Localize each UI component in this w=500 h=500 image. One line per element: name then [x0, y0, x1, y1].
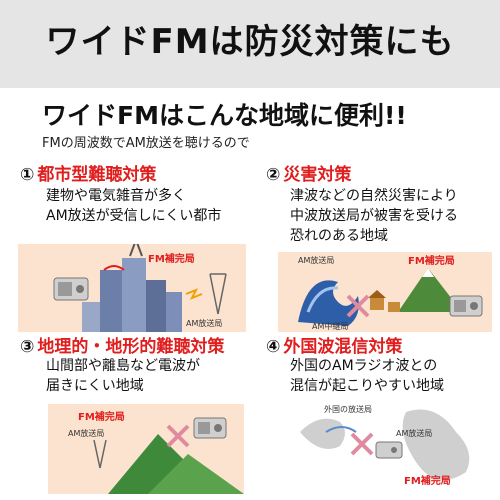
- section-2-label: 災害対策: [283, 165, 352, 185]
- section-4-line-2: 混信が起こりやすい地域: [290, 378, 444, 394]
- section-4-am-label: AM放送局: [396, 428, 432, 438]
- section-2-line-1: 津波などの自然災害により: [290, 188, 458, 204]
- section-1-number: ①: [20, 165, 35, 185]
- section-3-fm-label: FM補完局: [78, 410, 125, 423]
- section-4-label: 外国波混信対策: [283, 337, 403, 357]
- section-2-am-label: AM放送局: [298, 255, 334, 265]
- section-2-number: ②: [266, 165, 281, 185]
- section-3-number: ③: [20, 337, 35, 357]
- mountain-icon: [398, 268, 462, 312]
- section-2-description: 津波などの自然災害により 中波放送局が被害を受ける 恐れのある地域: [290, 186, 458, 246]
- banner-title: ワイドFMは防災対策にも: [45, 22, 455, 62]
- title-banner: ワイドFMは防災対策にも: [0, 0, 500, 88]
- tsunami-wave-icon: [298, 280, 359, 326]
- houses-icon: [368, 290, 400, 312]
- section-3-illustration: FM補完局 AM放送局: [48, 404, 244, 494]
- section-2-am2-label: AM中継局: [312, 321, 348, 331]
- cross-icon: [166, 424, 190, 448]
- section-1-illustration: FM補完局 AM放送局: [18, 244, 246, 332]
- section-4-foreign-label: 外国の放送局: [324, 404, 372, 414]
- section-3-am-label: AM放送局: [68, 428, 104, 438]
- section-1-label: 都市型難聴対策: [37, 165, 157, 185]
- headline: ワイドFMはこんな地域に便利!!: [42, 101, 407, 130]
- section-3-line-1: 山間部や離島など電波が: [46, 358, 200, 374]
- section-2-illustration: AM放送局 FM補完局 AM中継局: [278, 252, 492, 332]
- am-tower-icon: [93, 439, 107, 469]
- section-2-fm-label: FM補完局: [408, 254, 455, 267]
- section-2-line-3: 恐れのある地域: [290, 228, 388, 244]
- subline: FMの周波数でAM放送を聴けるので: [42, 136, 250, 151]
- section-4-fm-label: FM補完局: [404, 474, 451, 487]
- radio-icon: [375, 441, 403, 459]
- section-1-am-label: AM放送局: [186, 318, 222, 328]
- section-1-line-2: AM放送が受信しにくい都市: [46, 208, 222, 224]
- section-3-description: 山間部や離島など電波が 届きにくい地域: [46, 356, 200, 396]
- radio-icon: [193, 417, 227, 439]
- section-1-line-1: 建物や電気雑音が多く: [46, 188, 186, 204]
- cross-icon: [350, 432, 374, 456]
- buildings-icon: [82, 258, 182, 332]
- radio-icon: [53, 277, 89, 301]
- mountain-icon: [108, 434, 244, 494]
- am-tower-icon: [209, 273, 227, 315]
- map-icon: [300, 409, 470, 480]
- section-1-fm-label: FM補完局: [148, 252, 195, 265]
- section-3-line-2: 届きにくい地域: [46, 378, 144, 394]
- radio-icon: [449, 295, 483, 317]
- section-4-number: ④: [266, 337, 281, 357]
- section-2-line-2: 中波放送局が被害を受ける: [290, 208, 458, 224]
- section-3-label: 地理的・地形的難聴対策: [37, 337, 225, 357]
- section-4-illustration: 外国の放送局 AM放送局 FM補完局: [296, 402, 490, 494]
- section-1-description: 建物や電気雑音が多く AM放送が受信しにくい都市: [46, 186, 221, 226]
- cross-icon: [346, 294, 370, 318]
- section-4-description: 外国のAMラジオ波との 混信が起こりやすい地域: [290, 356, 444, 396]
- section-4-line-1: 外国のAMラジオ波との: [290, 358, 438, 374]
- fm-tower-icon: [129, 244, 143, 257]
